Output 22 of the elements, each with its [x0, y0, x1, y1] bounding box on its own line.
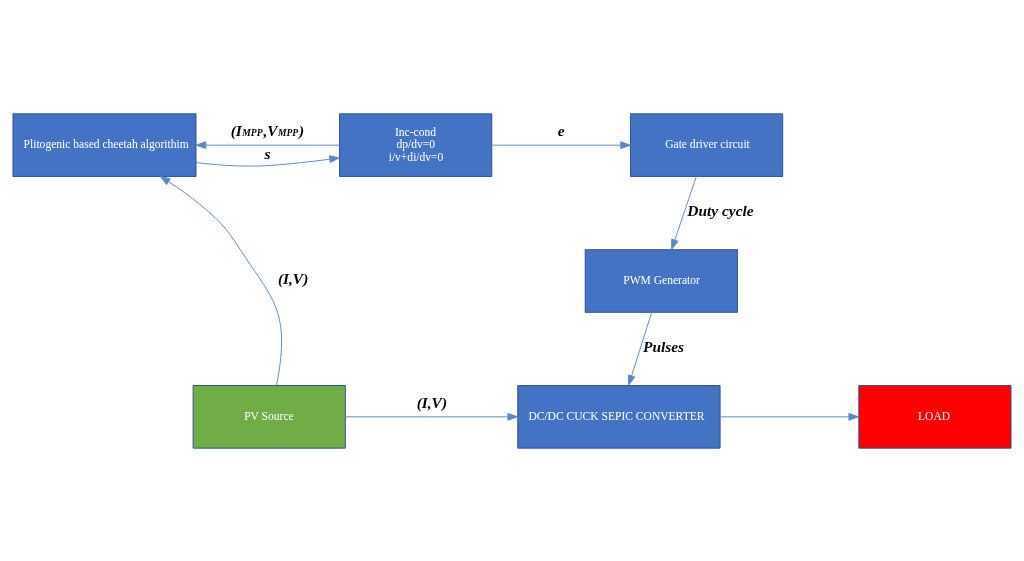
node-box: Inc-cond dp/dv=0 i/v+di/dv=0 [339, 112, 493, 177]
node-box: Gate driver circuit [630, 112, 784, 177]
node-box: LOAD [858, 384, 1012, 449]
edge-label: (I,V) [416, 393, 448, 411]
arrow [719, 412, 860, 421]
edge-label: (IMPP,VMPP) [230, 121, 305, 139]
node-box: PV Source [192, 384, 346, 449]
arrow [195, 154, 340, 167]
node-box: DC/DC CUCK SEPIC CONVERTER [517, 384, 721, 449]
arrow [671, 175, 697, 250]
arrow [627, 311, 653, 386]
edge-label: s [264, 144, 271, 162]
arrow [159, 175, 283, 386]
edge-label: Pulses [643, 337, 685, 355]
arrow [345, 412, 519, 421]
node-box: Plitogenic based cheetah algorithim [12, 112, 197, 177]
edge-label: e [557, 121, 565, 139]
arrow [195, 140, 340, 149]
edge-label: (I,V) [277, 269, 309, 287]
arrow [491, 140, 631, 149]
edge-label: Duty cycle [687, 201, 754, 219]
node-box: PWM Generator [584, 248, 738, 313]
